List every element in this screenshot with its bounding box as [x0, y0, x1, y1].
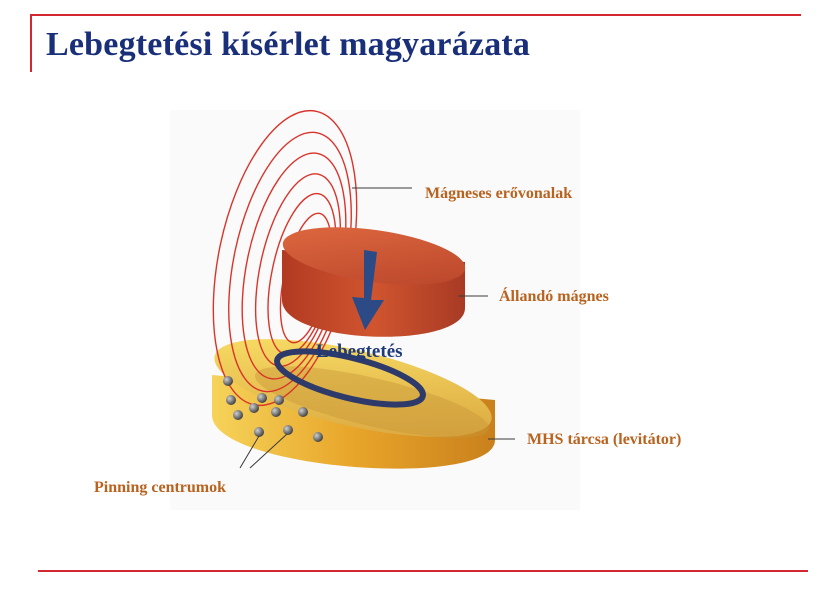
- left-rule: [30, 14, 32, 72]
- top-rule: [30, 14, 801, 16]
- label-disc: MHS tárcsa (levitátor): [527, 431, 682, 448]
- leader-lines: [239, 187, 515, 469]
- label-levitation: Lebegtetés: [316, 341, 403, 362]
- current-ring: [274, 348, 426, 408]
- label-field-lines: Mágneses erővonalak: [425, 185, 573, 202]
- pinning-centers: [223, 376, 323, 442]
- label-pinning-centers: Pinning centrumok: [94, 479, 227, 496]
- down-arrow-icon: [352, 250, 384, 330]
- label-magnet: Állandó mágnes: [499, 288, 609, 305]
- slide-title: Lebegtetési kísérlet magyarázata: [46, 26, 531, 63]
- bottom-rule: [38, 570, 808, 572]
